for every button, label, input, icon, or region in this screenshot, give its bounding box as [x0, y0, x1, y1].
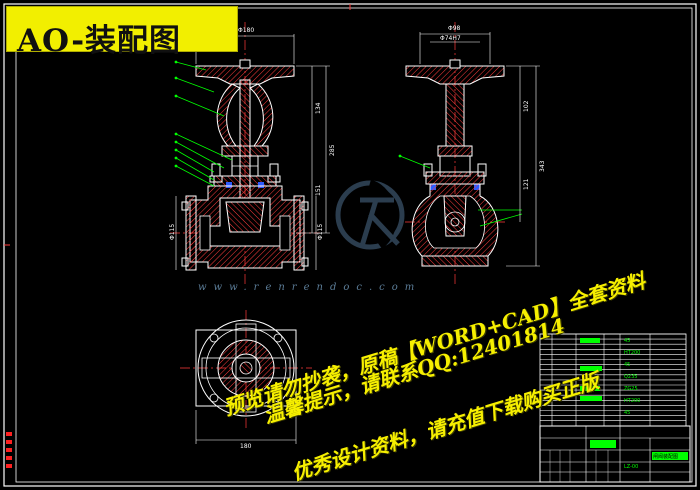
- title-banner: AO-装配图: [6, 6, 238, 59]
- material-code: HT200: [624, 398, 640, 404]
- material-code: 45: [624, 338, 630, 344]
- side-dim-top: Φ98: [448, 25, 461, 32]
- side-handwheel: [405, 65, 505, 85]
- material-code: ZG25: [624, 386, 638, 392]
- side-view: Φ98 Φ74H7 102 121 343: [398, 22, 546, 285]
- front-dim-right: Φ115: [317, 224, 324, 240]
- material-code: Q235: [624, 374, 637, 380]
- margin-marks: [6, 432, 12, 468]
- valve-body: [189, 185, 301, 269]
- seal-marks: [226, 182, 264, 188]
- drawing-inner-border: [15, 7, 693, 483]
- part-leaders: [174, 60, 233, 187]
- watermark-site: www.renrendoc.com: [198, 282, 422, 293]
- front-view: Φ180 Φ115 Φ115 134 151 285: [169, 22, 336, 285]
- title-block: 闸阀装配图 LZ-00: [539, 425, 691, 483]
- drawing-title: AO-装配图: [17, 23, 182, 59]
- bonnet-bolts: [209, 163, 281, 183]
- plan-view: 180: [180, 310, 312, 450]
- front-dimensions: [175, 34, 330, 270]
- side-dim-h2: 121: [523, 178, 530, 190]
- material-code: 45: [624, 410, 630, 416]
- drawing-number: LZ-00: [624, 464, 638, 470]
- plan-dim-width: 180: [240, 443, 252, 450]
- front-dim-h1: 134: [315, 102, 322, 114]
- material-code: 45: [624, 362, 630, 368]
- watermark-logo: [335, 179, 405, 250]
- side-dim-h3: 343: [539, 160, 546, 172]
- front-dim-top: Φ180: [238, 27, 254, 34]
- handwheel: [195, 59, 295, 85]
- material-code: HT200: [624, 350, 640, 356]
- front-dim-h2: 151: [315, 184, 322, 196]
- side-dim-h1: 102: [523, 100, 530, 112]
- side-dim-fit: Φ74H7: [440, 35, 461, 42]
- front-dim-h3: 285: [329, 144, 336, 156]
- drawing-name: 闸阀装配图: [653, 453, 678, 460]
- front-dim-left: Φ115: [169, 224, 176, 240]
- side-dimensions: [419, 32, 540, 267]
- stem: [239, 79, 251, 201]
- drawing-border: [3, 3, 697, 487]
